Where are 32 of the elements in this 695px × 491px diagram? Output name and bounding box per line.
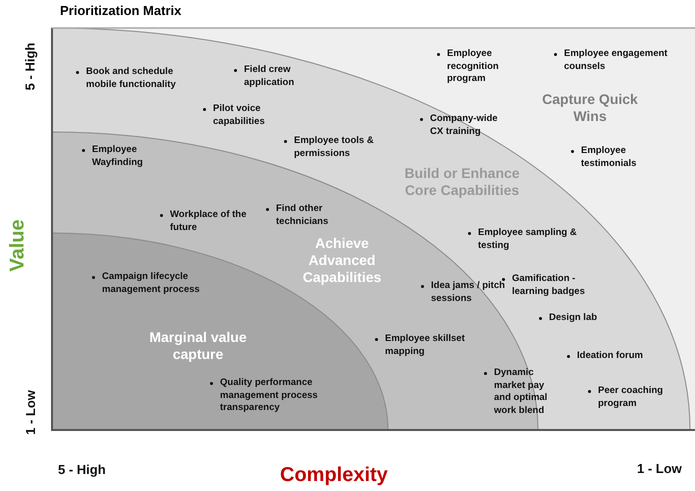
bullet-item: Employee testimonials: [581, 145, 638, 170]
chart-title: Prioritization Matrix: [60, 3, 182, 18]
bullet-item: Quality performance management process transparency: [220, 377, 319, 414]
bullet-item: Ideation forum: [577, 350, 644, 362]
bullet-item: Campaign lifecycle management process: [102, 271, 201, 296]
bullet-item: Employee recognition program: [447, 48, 500, 86]
bullet-item: Design lab: [549, 312, 598, 324]
axis-tick-label: 1 - Low: [22, 390, 38, 434]
zone-title: Achieve Advanced Capabilities: [302, 235, 382, 286]
bullet-item: Field crew application: [244, 64, 296, 89]
bullet-item: Employee skillset mapping: [385, 333, 466, 358]
bullet-item: Employee tools & permissions: [294, 135, 375, 160]
zone-title: Marginal value capture: [148, 329, 248, 363]
bullet-item: Gamification - learning badges: [512, 273, 586, 298]
bullet-item: Employee sampling & testing: [478, 227, 578, 252]
bullet-item: Find other technicians: [276, 203, 330, 228]
bullet-item: Pilot voice capabilities: [213, 103, 266, 128]
bullet-item: Employee Wayfinding: [92, 144, 144, 169]
bullet-item: Dynamic market pay and optimal work blend: [494, 367, 548, 417]
zone-title: Build or Enhance Core Capabilities: [403, 165, 521, 199]
bullet-item: Book and schedule mobile functionality: [86, 66, 177, 91]
bullet-item: Company-wide CX training: [430, 113, 499, 138]
axis-title: Complexity: [280, 464, 388, 487]
axis-title: Value: [6, 218, 30, 272]
zone-title: Capture Quick Wins: [541, 91, 639, 125]
axis-tick-label: 5 - High: [58, 462, 106, 477]
bullet-item: Idea jams / pitch sessions: [431, 280, 506, 305]
axis-tick-label: 1 - Low: [637, 461, 682, 476]
bullet-item: Workplace of the future: [170, 209, 248, 234]
bullet-item: Employee engagement counsels: [564, 48, 668, 73]
bullet-item: Peer coaching program: [598, 385, 664, 410]
axis-tick-label: 5 - High: [22, 42, 38, 90]
